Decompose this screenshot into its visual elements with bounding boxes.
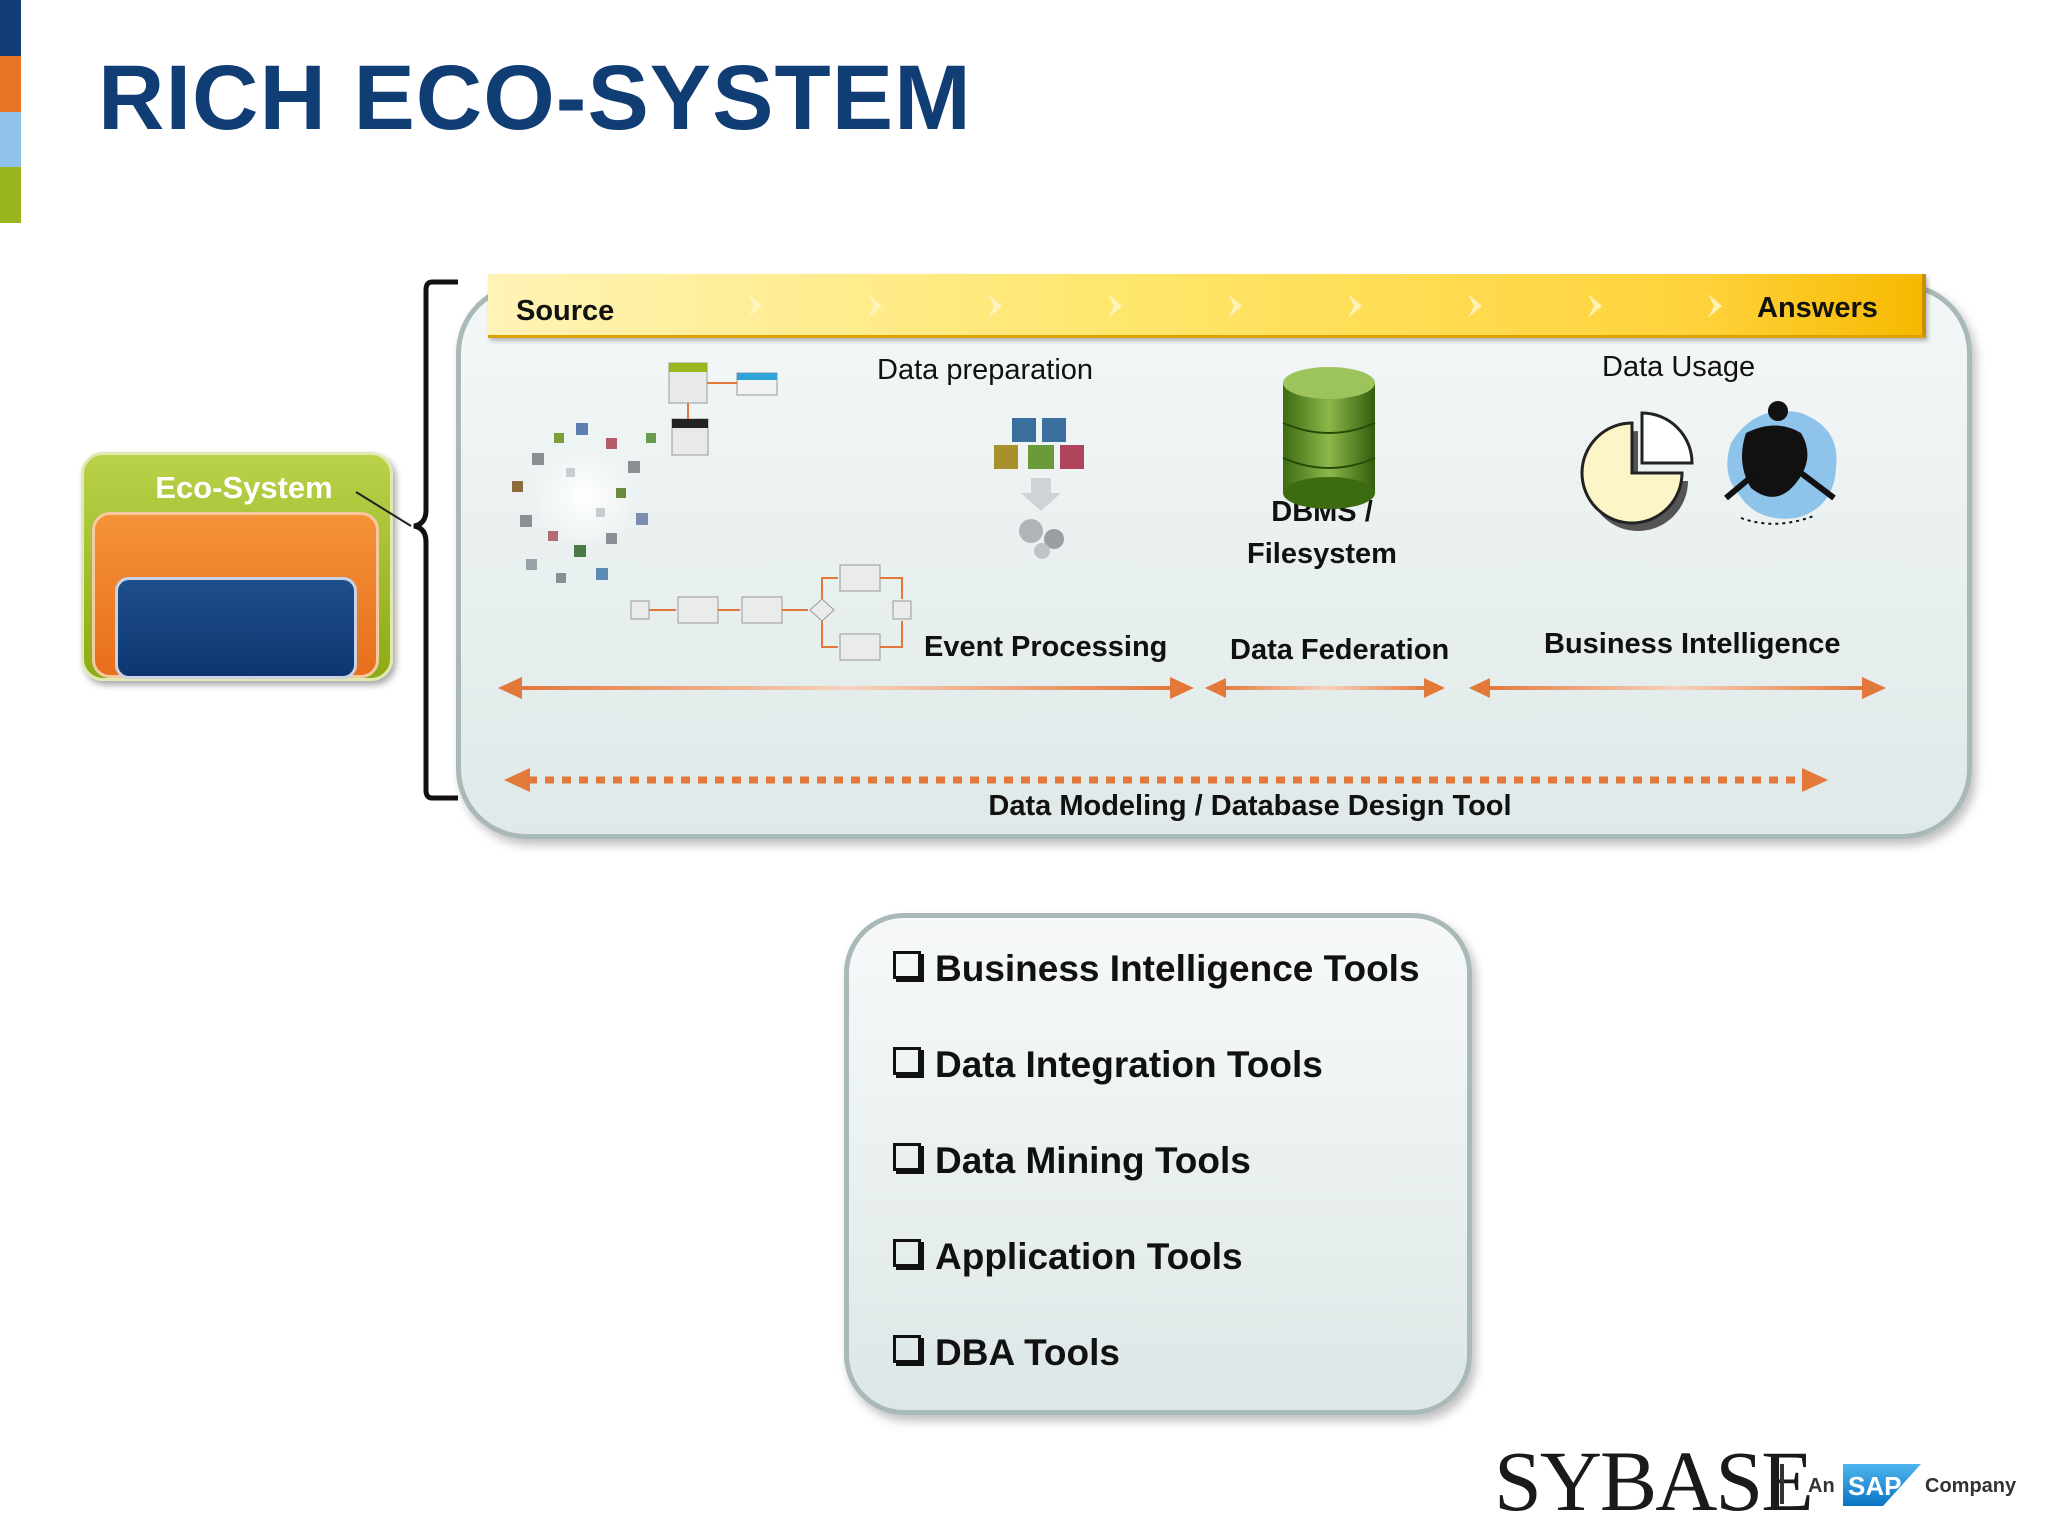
sybase-logo: SYBASE	[1494, 1433, 1814, 1529]
data-preparation-label: Data preparation	[877, 354, 1094, 386]
panel-illustrations	[498, 362, 1886, 792]
accent-strip-green	[0, 167, 21, 223]
flow-chevrons	[748, 294, 1722, 318]
accent-strip-navy	[0, 0, 21, 56]
tool-item-label: Application Tools	[935, 1236, 1243, 1277]
accent-strip-orange	[0, 56, 21, 112]
checkbox-icon	[893, 1047, 921, 1075]
tool-item-data-mining: Data Mining Tools	[893, 1140, 1251, 1182]
modeling-tool-dotted-arrow	[504, 768, 1828, 792]
checkbox-icon	[893, 951, 921, 979]
source-to-answers-bar	[488, 274, 1926, 338]
source-label: Source	[516, 295, 615, 327]
checkbox-icon	[893, 1335, 921, 1363]
tool-item-label: Data Integration Tools	[935, 1044, 1323, 1085]
business-intelligence-label: Business Intelligence	[1544, 628, 1841, 660]
tool-item-label: Data Mining Tools	[935, 1140, 1251, 1181]
stage-arrows	[498, 677, 1886, 699]
tools-list-box	[844, 913, 1472, 1415]
tool-item-data-integration: Data Integration Tools	[893, 1044, 1323, 1086]
eco-system-panel	[456, 283, 1972, 839]
eco-system-inner-layer	[115, 577, 357, 679]
accent-strip-lightblue	[0, 112, 21, 167]
pie-chart-icon	[1580, 411, 1694, 531]
analyst-figure-icon	[1724, 401, 1837, 525]
tool-item-business-intelligence: Business Intelligence Tools	[893, 948, 1420, 990]
event-processing-label: Event Processing	[924, 631, 1168, 663]
logo-separator	[1780, 1464, 1784, 1504]
data-modeling-tool-label: Data Modeling / Database Design Tool	[988, 790, 1512, 822]
tool-item-dba: DBA Tools	[893, 1332, 1120, 1374]
answers-label: Answers	[1757, 292, 1878, 324]
checkbox-icon	[893, 1143, 921, 1171]
data-cube-cluster-icon	[512, 423, 656, 583]
slide-title: RICH ECO-SYSTEM	[98, 47, 972, 149]
logo-company-text: Company	[1925, 1475, 2017, 1497]
pointer-line	[355, 491, 412, 527]
database-cylinder-icon	[1282, 367, 1376, 509]
data-preparation-cubes-icon	[994, 418, 1084, 559]
tool-item-application: Application Tools	[893, 1236, 1243, 1278]
data-federation-label: Data Federation	[1230, 634, 1450, 666]
tool-item-label: Business Intelligence Tools	[935, 948, 1420, 989]
accent-strip	[0, 0, 21, 223]
sap-logo-text: SAP	[1848, 1471, 1901, 1501]
logo-an-text: An	[1808, 1475, 1835, 1497]
tool-item-label: DBA Tools	[935, 1332, 1120, 1373]
event-processing-connectors	[649, 577, 903, 648]
bracket-connector	[355, 279, 458, 801]
data-usage-label: Data Usage	[1602, 351, 1756, 383]
dbms-label-line2: Filesystem	[1247, 538, 1397, 570]
event-processing-chain-icon	[630, 564, 912, 661]
sap-logo-icon: SAP	[1843, 1464, 1921, 1506]
data-mapping-icon	[668, 362, 778, 456]
curly-bracket	[413, 279, 458, 801]
eco-system-label: Eco-System	[155, 470, 333, 505]
checkbox-icon	[893, 1239, 921, 1267]
